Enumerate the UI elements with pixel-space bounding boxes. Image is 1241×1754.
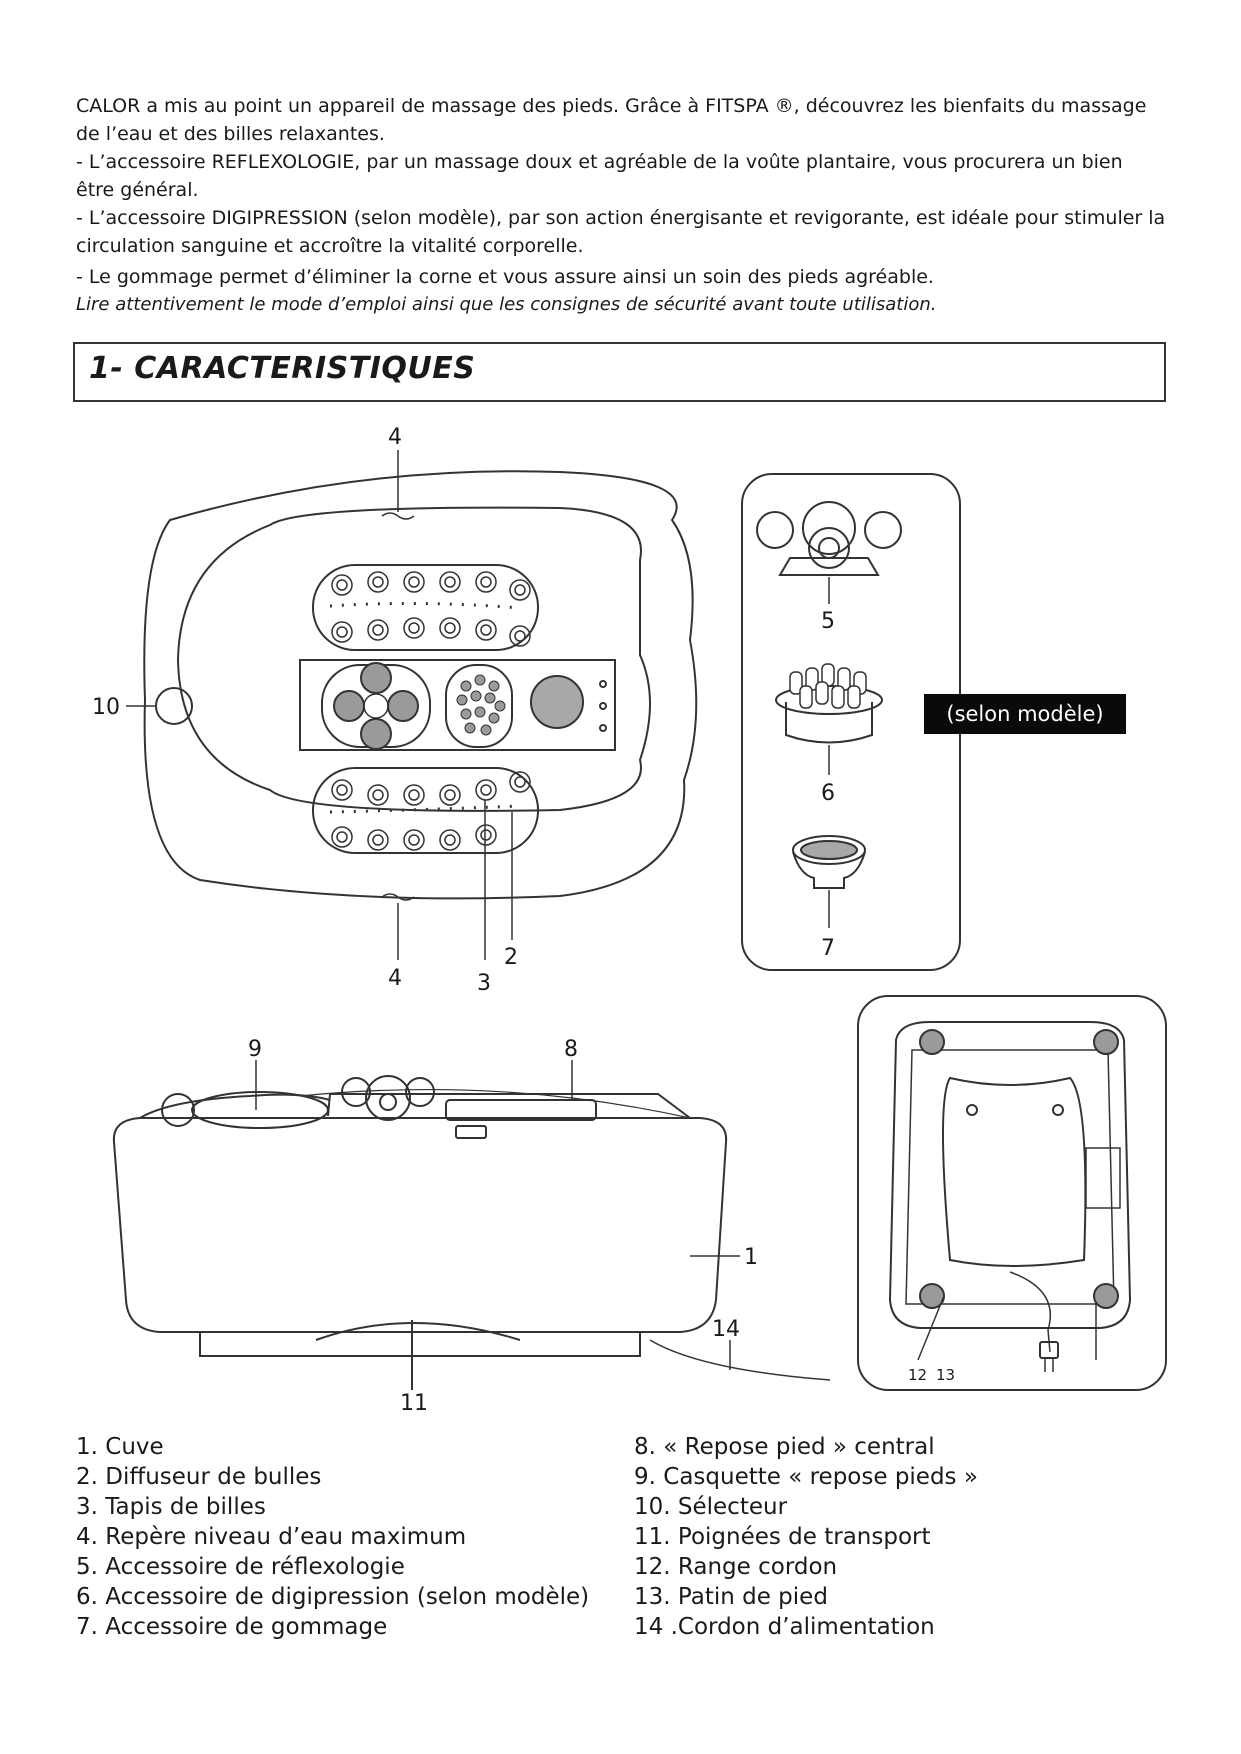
legend-item: 3. Tapis de billes (76, 1494, 266, 1520)
legend-item: 6. Accessoire de digipression (selon mod… (76, 1584, 590, 1610)
callout-11: 11 (400, 1391, 428, 1416)
callout-1: 1 (744, 1245, 758, 1270)
legend-left: 1. Cuve 2. Diffuseur de bulles 3. Tapis … (76, 1432, 589, 1642)
intro-paragraph-3: - L’accessoire DIGIPRESSION (selon modèl… (76, 207, 1166, 257)
legend-item: 14 .Cordon d’alimentation (634, 1614, 935, 1640)
legend-item: 5. Accessoire de réflexologie (76, 1554, 405, 1580)
intro-paragraph-2: - L’accessoire REFLEXOLOGIE, par un mass… (76, 151, 1123, 201)
legend-item: 2. Diffuseur de bulles (76, 1464, 322, 1490)
section-title: 1- CARACTERISTIQUES (89, 351, 476, 386)
callout-14: 14 (712, 1317, 740, 1342)
legend-item: 7. Accessoire de gommage (76, 1614, 388, 1640)
bottom-view-panel (857, 995, 1167, 1391)
intro-paragraph-4: - Le gommage permet d’éliminer la corne … (76, 266, 934, 288)
callout-5: 5 (821, 609, 835, 634)
legend-item: 13. Patin de pied (634, 1584, 828, 1610)
callout-10: 10 (92, 695, 120, 720)
top-view-illustration (126, 450, 698, 960)
intro-paragraph-1: CALOR a mis au point un appareil de mass… (76, 95, 1147, 145)
legend-item: 9. Casquette « repose pieds » (634, 1464, 978, 1490)
legend-item: 1. Cuve (76, 1434, 164, 1460)
callout-3: 3 (477, 971, 491, 996)
callout-7: 7 (821, 936, 835, 961)
legend-item: 8. « Repose pied » central (634, 1434, 935, 1460)
callout-2: 2 (504, 945, 518, 970)
section-header: 1- CARACTERISTIQUES (73, 342, 1166, 402)
model-dependent-badge: (selon modèle) (924, 694, 1126, 734)
callout-13: 13 (936, 1366, 955, 1384)
callout-12: 12 (908, 1366, 927, 1384)
safety-notice: Lire attentivement le mode d’emploi ains… (76, 294, 937, 315)
legend-right: 8. « Repose pied » central 9. Casquette … (634, 1432, 978, 1642)
legend-item: 12. Range cordon (634, 1554, 838, 1580)
product-diagram: 4 10 4 3 2 5 6 (92, 425, 1167, 1416)
legend-item: 4. Repère niveau d’eau maximum (76, 1524, 467, 1550)
intro-text: CALOR a mis au point un appareil de mass… (76, 92, 1166, 319)
legend-item: 11. Poignées de transport (634, 1524, 931, 1550)
legend-item: 10. Sélecteur (634, 1494, 788, 1520)
callout-8: 8 (564, 1037, 578, 1062)
callout-6: 6 (821, 781, 835, 806)
side-view-illustration (112, 1060, 831, 1390)
callout-4-bottom: 4 (388, 966, 402, 991)
callout-4-top: 4 (388, 425, 402, 450)
callout-9: 9 (248, 1037, 262, 1062)
